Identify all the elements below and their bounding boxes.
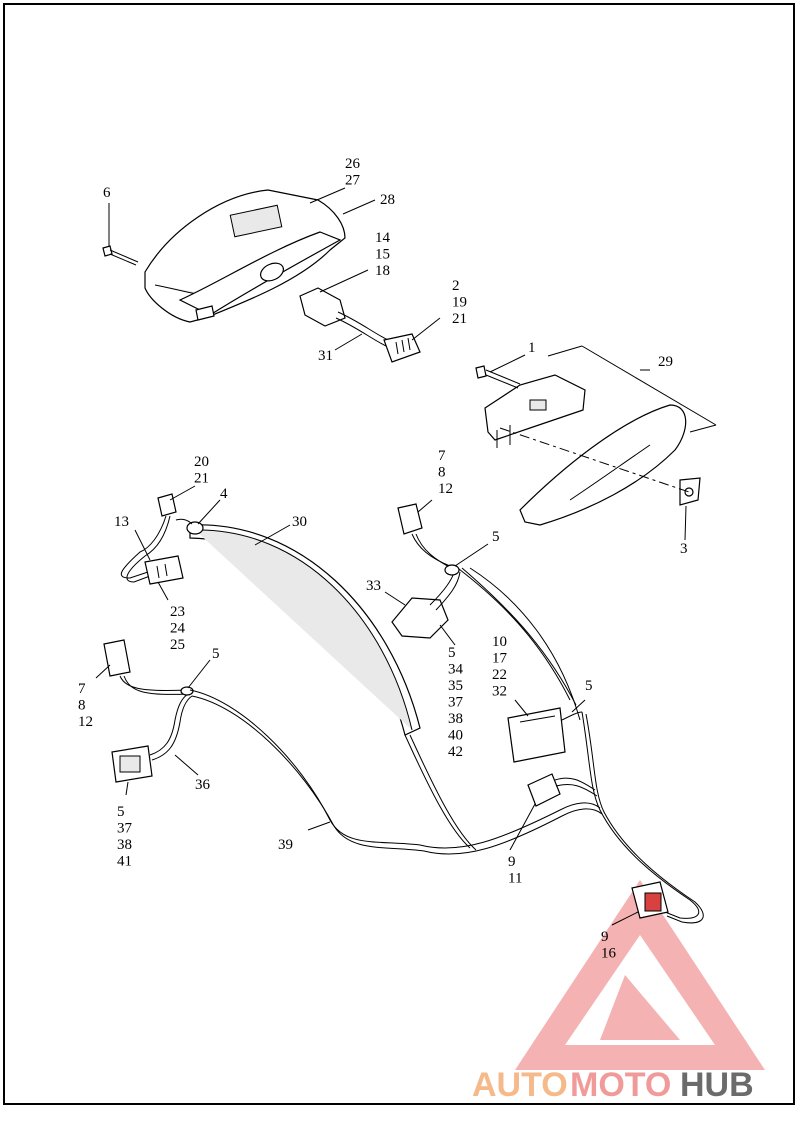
- callout-number: 39: [278, 837, 293, 853]
- lamp-housing: [144, 189, 346, 323]
- callout-number: 17: [492, 651, 508, 667]
- callout-number: 33: [366, 578, 381, 594]
- callout-number: 15: [375, 247, 390, 263]
- callout-number: 23: [170, 604, 185, 620]
- lower-left-harness: [103, 639, 603, 855]
- callout-number: 31: [318, 348, 333, 364]
- callout-number: 13: [114, 514, 129, 530]
- callout-number: 34: [448, 662, 464, 678]
- watermark-auto: AUTO: [472, 1066, 568, 1104]
- callout-number: 37: [117, 821, 133, 837]
- callout-number: 29: [658, 354, 673, 370]
- callout-number: 5: [212, 646, 220, 662]
- callout-number: 37: [448, 695, 464, 711]
- callout-number: 5: [585, 678, 593, 694]
- callout-number: 11: [508, 871, 522, 887]
- callout-number: 5: [492, 529, 500, 545]
- right-lamp-assembly: [475, 345, 717, 526]
- fender-strip: [186, 521, 421, 736]
- callout-number: 42: [448, 744, 463, 760]
- watermark-moto: MOTO: [570, 1066, 671, 1104]
- screw-6: [102, 245, 139, 266]
- callout-number: 18: [375, 263, 390, 279]
- callout-number: 21: [194, 471, 209, 487]
- callout-number: 28: [380, 192, 395, 208]
- leader-lines: [95, 187, 687, 926]
- callout-number: 12: [438, 481, 453, 497]
- callout-number: 38: [448, 711, 463, 727]
- callout-number: 9: [601, 929, 609, 945]
- callout-number: 22: [492, 667, 507, 683]
- callout-number: 20: [194, 454, 209, 470]
- callout-number: 5: [117, 804, 125, 820]
- callout-number: 6: [103, 185, 111, 201]
- callout-number: 10: [492, 634, 507, 650]
- callout-number: 5: [448, 645, 456, 661]
- callout-number: 8: [78, 698, 86, 714]
- callout-number: 7: [78, 681, 86, 697]
- callout-number: 3: [680, 541, 688, 557]
- watermark-hub: HUB: [680, 1066, 754, 1104]
- callout-number: 30: [292, 514, 307, 530]
- callout-number: 27: [345, 173, 361, 189]
- callout-number: 21: [452, 311, 467, 327]
- callout-number: 7: [438, 448, 446, 464]
- central-harness: [391, 503, 704, 924]
- callout-number: 26: [345, 156, 361, 172]
- callout-number: 1: [528, 340, 536, 356]
- callout-number: 40: [448, 728, 463, 744]
- callout-number: 41: [117, 854, 132, 870]
- callout-number: 32: [492, 684, 507, 700]
- callout-number: 4: [220, 486, 228, 502]
- callout-number: 35: [448, 678, 463, 694]
- left-harness: [120, 493, 193, 585]
- callout-number: 9: [508, 854, 516, 870]
- socket-connector: [299, 287, 421, 363]
- watermark-text: AUTO MOTO HUB: [472, 1066, 754, 1104]
- callout-number: 12: [78, 714, 93, 730]
- callout-number: 19: [452, 295, 467, 311]
- callout-number: 2: [452, 278, 460, 294]
- callout-number: 25: [170, 637, 185, 653]
- callout-number: 36: [195, 777, 211, 793]
- callout-number: 24: [170, 621, 186, 637]
- callout-number: 8: [438, 465, 446, 481]
- watermark-logo: [515, 880, 765, 1070]
- callout-number: 38: [117, 837, 132, 853]
- callout-number: 14: [375, 230, 391, 246]
- callout-number: 16: [601, 946, 617, 962]
